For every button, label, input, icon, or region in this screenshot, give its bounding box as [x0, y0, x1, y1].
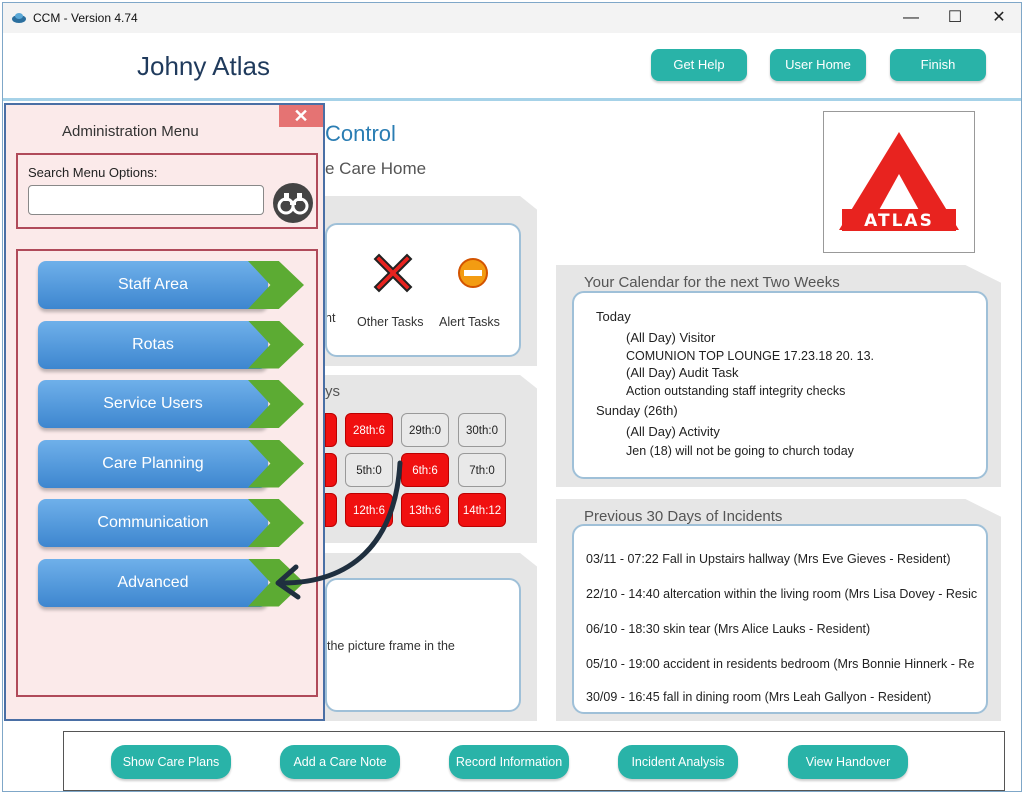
admin-close-button[interactable]: ✕ — [279, 105, 323, 127]
calendar-entry: (All Day) Visitor — [626, 330, 716, 345]
atlas-logo: ATLAS — [823, 111, 975, 253]
incident-item[interactable]: 03/11 - 07:22 Fall in Upstairs hallway (… — [586, 552, 951, 566]
calendar-entry-detail: Jen (18) will not be going to church tod… — [626, 444, 854, 458]
menu-staff-area-button[interactable]: Staff Area — [38, 261, 304, 309]
menu-care-planning-button[interactable]: Care Planning — [38, 439, 304, 488]
calendar-day-heading: Today — [596, 309, 631, 324]
other-tasks-label[interactable]: Other Tasks — [357, 315, 424, 329]
incident-item[interactable]: 30/09 - 16:45 fall in dining room (Mrs L… — [586, 690, 932, 704]
menu-button-bar — [38, 261, 268, 309]
menu-button-bar — [38, 499, 268, 547]
binoculars-icon — [277, 193, 309, 215]
record-information-button[interactable]: Record Information — [449, 745, 569, 779]
page-title: Control — [325, 121, 396, 146]
atlas-logo-icon: ATLAS — [839, 132, 959, 231]
title-bar: CCM - Version 4.74 — ☐ ✕ — [3, 3, 1021, 33]
user-name: Johny Atlas — [137, 51, 270, 81]
day-29th-cell[interactable]: 29th:0 — [401, 413, 449, 447]
calendar-entry-detail: Action outstanding staff integrity check… — [626, 384, 846, 398]
alert-tasks-label[interactable]: Alert Tasks — [439, 315, 500, 329]
menu-communication-button[interactable]: Communication — [38, 499, 304, 547]
menu-button-label: Service Users — [103, 395, 203, 412]
minimize-button[interactable]: — — [903, 9, 919, 26]
day-28th-cell[interactable]: 28th:6 — [345, 413, 393, 447]
add-care-note-button[interactable]: Add a Care Note — [280, 745, 400, 779]
menu-service-users-button[interactable]: Service Users — [38, 380, 304, 428]
incident-item[interactable]: 06/10 - 18:30 skin tear (Mrs Alice Lauks… — [586, 622, 871, 636]
search-section: Search Menu Options: — [16, 153, 318, 229]
menu-button-label: Care Planning — [102, 454, 204, 472]
day-cell-partial[interactable] — [325, 453, 337, 487]
menu-button-label: Staff Area — [118, 276, 188, 293]
task-label-partial: nt — [325, 311, 336, 325]
user-home-button[interactable]: User Home — [770, 49, 866, 81]
logo-text: ATLAS — [864, 211, 934, 231]
calendar-entry-detail: COMUNION TOP LOUNGE 17.23.18 20. 13. — [626, 349, 875, 363]
day-5th-cell[interactable]: 5th:0 — [345, 453, 393, 487]
page-subtitle: e Care Home — [325, 159, 427, 178]
calendar-entry: (All Day) Audit Task — [626, 365, 739, 380]
menu-button-label: Advanced — [117, 573, 189, 591]
calendar-title: Your Calendar for the next Two Weeks — [584, 274, 840, 291]
window-title: CCM - Version 4.74 — [33, 11, 138, 25]
tasks-panel-body: nt Other Tasks Alert Tasks — [325, 223, 521, 357]
calendar-day-heading: Sunday (26th) — [596, 403, 678, 418]
menu-button-bar — [38, 439, 268, 488]
calendar-entry: (All Day) Activity — [626, 424, 720, 439]
menu-button-label: Rotas — [132, 335, 174, 353]
day-30th-cell[interactable]: 30th:0 — [458, 413, 506, 447]
calendar-body[interactable]: Today (All Day) Visitor COMUNION TOP LOU… — [572, 291, 988, 479]
show-care-plans-button[interactable]: Show Care Plans — [111, 745, 231, 779]
note-text: the picture frame in the — [327, 639, 455, 653]
search-label: Search Menu Options: — [28, 165, 158, 180]
menu-button-bar — [38, 558, 268, 607]
header-divider — [3, 98, 1021, 101]
alert-tasks-icon[interactable] — [457, 257, 489, 289]
menu-button-bar — [38, 320, 268, 369]
incidents-title: Previous 30 Days of Incidents — [584, 508, 783, 525]
administration-menu: Administration Menu ✕ Search Menu Option… — [4, 103, 325, 721]
finish-button[interactable]: Finish — [890, 49, 986, 81]
search-input[interactable] — [28, 185, 264, 215]
pointer-arrow — [275, 460, 403, 600]
menu-button-bar — [38, 380, 268, 428]
incidents-body[interactable]: 03/11 - 07:22 Fall in Upstairs hallway (… — [572, 524, 988, 714]
incident-item[interactable]: 05/10 - 19:00 accident in residents bedr… — [586, 657, 975, 671]
incident-analysis-button[interactable]: Incident Analysis — [618, 745, 738, 779]
day-6th-cell[interactable]: 6th:6 — [401, 453, 449, 487]
days-panel-title: ys — [325, 383, 340, 400]
day-13th-cell[interactable]: 13th:6 — [401, 493, 449, 527]
day-14th-cell[interactable]: 14th:12 — [458, 493, 506, 527]
menu-advanced-button[interactable]: Advanced — [38, 558, 304, 607]
day-cell-partial[interactable] — [325, 413, 337, 447]
other-tasks-icon[interactable] — [371, 251, 415, 295]
search-button[interactable] — [273, 183, 313, 223]
menu-button-label: Communication — [97, 514, 209, 531]
day-7th-cell[interactable]: 7th:0 — [458, 453, 506, 487]
app-icon — [12, 13, 26, 23]
menu-rotas-button[interactable]: Rotas — [38, 320, 304, 369]
close-window-button[interactable]: ✕ — [992, 9, 1006, 26]
incident-item[interactable]: 22/10 - 14:40 altercation within the liv… — [586, 587, 978, 601]
view-handover-button[interactable]: View Handover — [788, 745, 908, 779]
maximize-button[interactable]: ☐ — [947, 9, 963, 26]
get-help-button[interactable]: Get Help — [651, 49, 747, 81]
day-cell-partial[interactable] — [325, 493, 337, 527]
note-panel-body: the picture frame in the — [325, 578, 521, 712]
admin-menu-title: Administration Menu — [62, 123, 199, 140]
